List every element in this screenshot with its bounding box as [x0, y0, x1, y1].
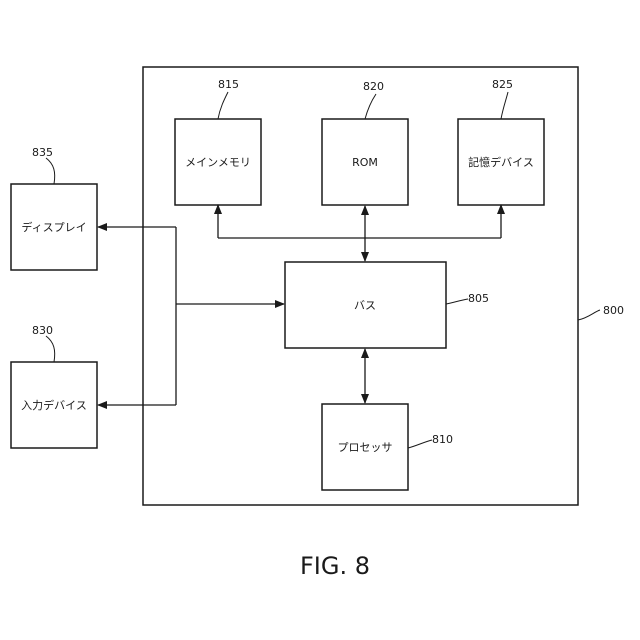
display-label: ディスプレイ — [21, 220, 86, 234]
input-device-label: 入力デバイス — [21, 398, 87, 412]
figure-caption: FIG. 8 — [300, 552, 370, 580]
display-ref-label: 835 — [32, 146, 53, 159]
display-ref-leader — [46, 158, 55, 184]
storage-device-ref-leader — [501, 92, 508, 119]
storage-device-ref-label: 825 — [492, 78, 513, 91]
system-ref-leader — [578, 310, 600, 320]
rom-ref-label: 820 — [363, 80, 384, 93]
processor-ref-leader — [408, 440, 432, 448]
bus-ref-leader — [446, 299, 468, 304]
storage-device-label: 記憶デバイス — [468, 155, 534, 169]
bus-label: バス — [354, 299, 376, 312]
input-device-ref-label: 830 — [32, 324, 53, 337]
rom-label: ROM — [352, 156, 378, 169]
input-device-ref-leader — [46, 336, 55, 362]
processor-ref-label: 810 — [432, 433, 453, 446]
processor-label: プロセッサ — [338, 441, 393, 454]
rom-ref-leader — [365, 94, 376, 119]
bus-ref-label: 805 — [468, 292, 489, 305]
main-memory-label: メインメモリ — [185, 156, 251, 169]
main-memory-ref-label: 815 — [218, 78, 239, 91]
main-memory-ref-leader — [218, 92, 228, 119]
system-ref-label: 800 — [603, 304, 624, 317]
